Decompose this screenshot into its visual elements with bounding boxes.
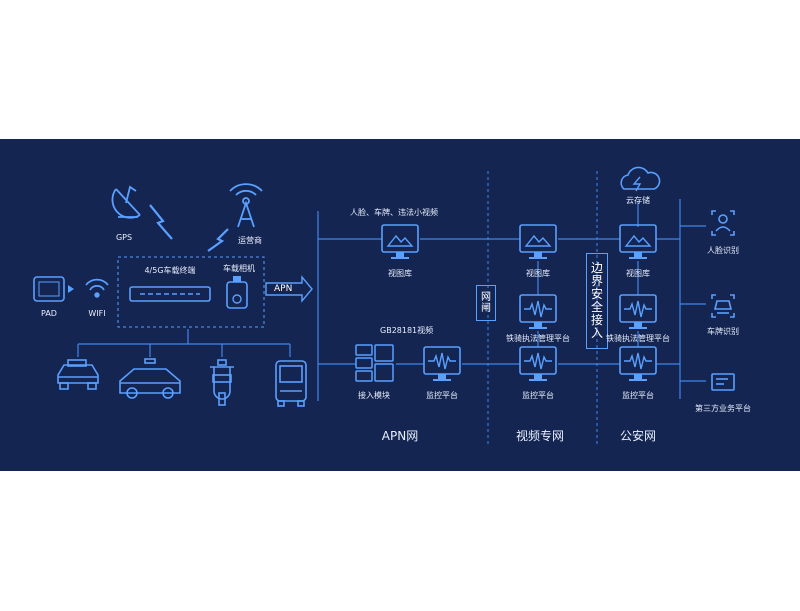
police-image-lib-label: 视图库 [626, 269, 650, 278]
terminal-label: 4/5G车载终端 [144, 266, 196, 275]
operator-label: 运营商 [238, 236, 262, 245]
bus-icon [275, 360, 307, 407]
access-module-icon [355, 344, 394, 382]
face-recognition-icon [711, 210, 735, 236]
gps-icon [111, 185, 141, 219]
architecture-diagram: GPS 运营商 4/5G车载终端 车载相机 PAD WIFI APN 人脸、车牌… [0, 139, 800, 471]
apn-caption-top: 人脸、车牌、违法小视频 [350, 208, 438, 217]
cloud-storage-icon [620, 166, 661, 190]
plate-recognition-label: 车牌识别 [707, 327, 739, 336]
wifi-icon [85, 278, 109, 298]
plate-recognition-icon [711, 294, 735, 318]
wifi-label: WIFI [88, 309, 106, 318]
boundary-label: 边界安全接入 [591, 261, 604, 340]
police-motorcycle-icon [210, 359, 234, 406]
face-recognition-label: 人脸识别 [707, 246, 739, 255]
diagram-canvas [33, 166, 735, 444]
apn-arrow-label: APN [274, 284, 293, 294]
camera-label: 车载相机 [223, 264, 255, 273]
video-platform-label: 铁骑执法管理平台 [506, 334, 570, 343]
gps-label: GPS [115, 233, 133, 242]
third-party-platform-icon [711, 373, 735, 391]
tablet-icon [33, 276, 65, 302]
pad-label: PAD [41, 309, 57, 318]
police-monitor-label: 监控平台 [622, 391, 654, 400]
tower-icon [229, 183, 263, 228]
cloud-label: 云存储 [626, 196, 650, 205]
police-car-icon [119, 358, 181, 399]
gate-box: 网闸 [476, 285, 496, 321]
access-module-label: 接入模块 [358, 391, 390, 400]
apn-image-lib-label: 视图库 [388, 269, 412, 278]
signal-bolt-icon [207, 228, 229, 252]
third-party-label: 第三方业务平台 [695, 404, 751, 413]
taxi-icon [57, 359, 99, 390]
apn-zone-title: APN网 [381, 429, 419, 443]
video-image-lib-label: 视图库 [526, 269, 550, 278]
gate-char-1: 网闸 [481, 292, 491, 314]
police-zone-title: 公安网 [619, 429, 657, 443]
boundary-box: 边界安全接入 [586, 253, 608, 349]
apn-arrow [265, 275, 313, 303]
video-zone-title: 视频专网 [515, 429, 565, 443]
apn-caption-mid: GB28181视频 [380, 326, 434, 335]
police-platform-label: 铁骑执法管理平台 [606, 334, 670, 343]
apn-monitor-label: 监控平台 [426, 391, 458, 400]
signal-bolt-icon [149, 204, 173, 240]
video-monitor-label: 监控平台 [522, 391, 554, 400]
